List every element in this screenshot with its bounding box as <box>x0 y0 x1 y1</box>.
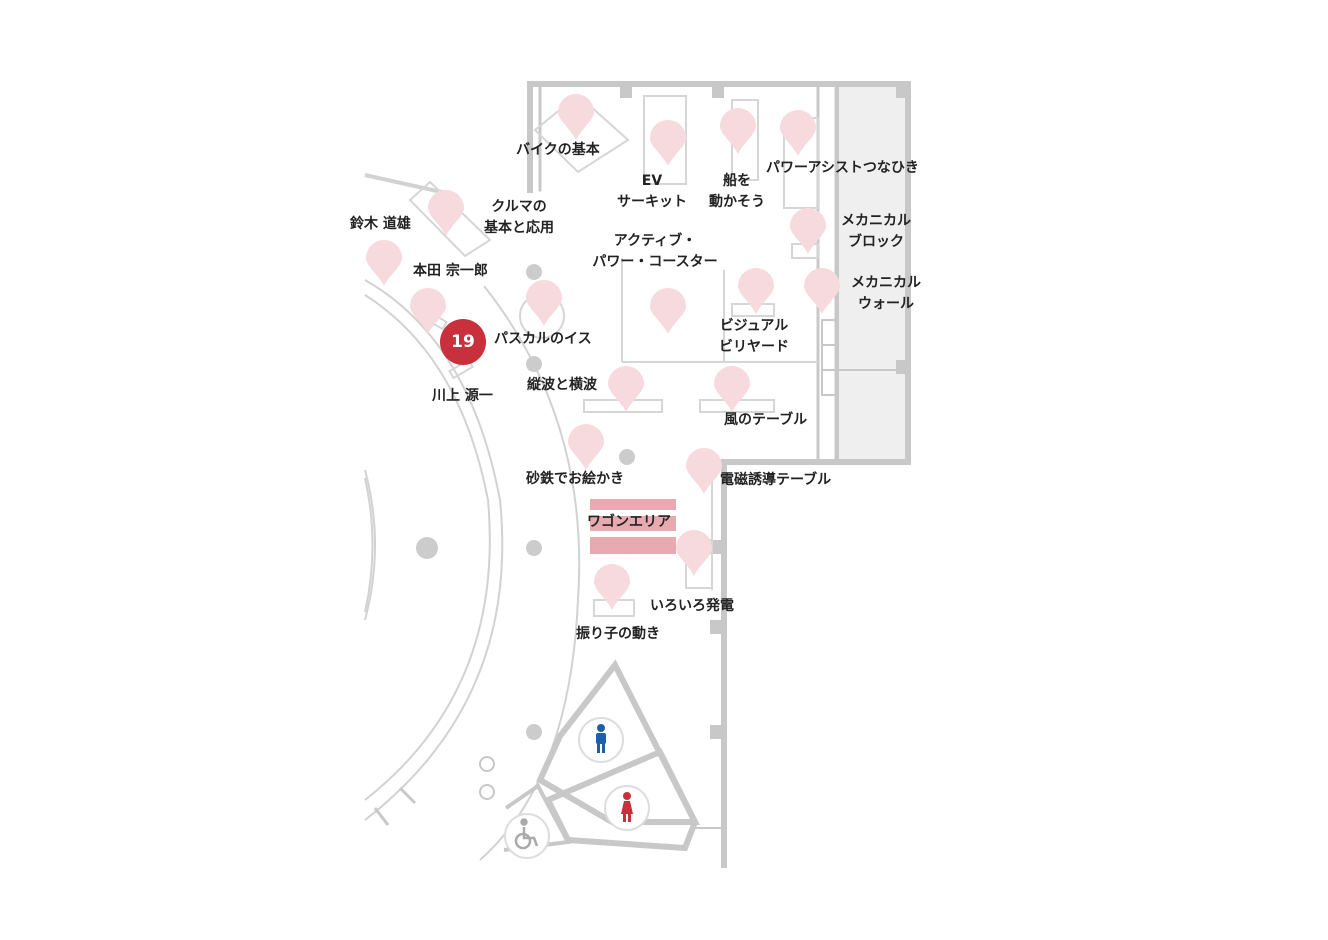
label-longitudinal-waves[interactable]: 縦波と横波 <box>527 377 597 393</box>
exhibit-pin-icon[interactable] <box>594 564 630 610</box>
label-car-basics[interactable]: クルマの基本と応用 <box>484 199 554 236</box>
exhibit-pin-icon[interactable] <box>780 110 816 156</box>
womens-restroom[interactable] <box>604 785 650 831</box>
exhibit-pin-icon[interactable] <box>650 120 686 166</box>
label-visual-billiards[interactable]: ビジュアルビリヤード <box>719 318 789 355</box>
restroom-block <box>373 659 722 852</box>
exhibit-pin-icon[interactable] <box>608 366 644 412</box>
columns <box>416 264 635 740</box>
exhibit-pin-icon[interactable] <box>790 208 826 254</box>
exhibit-pin-icon[interactable] <box>428 190 464 236</box>
label-wind-table[interactable]: 風のテーブル <box>724 412 808 428</box>
mens-restroom[interactable] <box>578 717 624 763</box>
exhibit-pin-icon[interactable] <box>410 288 446 334</box>
male-restroom-icon <box>596 724 606 753</box>
exhibit-pin-icon[interactable] <box>568 424 604 470</box>
label-pascal-chair[interactable]: パスカルのイス <box>494 331 592 347</box>
label-iron-sand-drawing[interactable]: 砂鉄でお絵かき <box>526 471 624 487</box>
label-active-coaster[interactable]: アクティブ・パワー・コースター <box>592 233 718 270</box>
female-restroom-icon <box>621 792 633 822</box>
label-suzuki-michio[interactable]: 鈴木 道雄 <box>350 216 411 232</box>
label-pendulum[interactable]: 振り子の動き <box>576 626 660 642</box>
exhibit-pin-icon[interactable] <box>526 280 562 326</box>
exhibit-pin-icon[interactable] <box>804 268 840 314</box>
walls <box>527 81 911 868</box>
label-induction-table[interactable]: 電磁誘導テーブル <box>720 472 832 488</box>
label-honda-soichiro[interactable]: 本田 宗一郎 <box>413 263 488 279</box>
active-exhibit-marker[interactable]: 19 <box>440 319 486 365</box>
label-power-generation[interactable]: いろいろ発電 <box>650 598 734 614</box>
exhibit-pin-icon[interactable] <box>714 366 750 412</box>
wheelchair-icon <box>514 818 539 850</box>
exhibit-pin-icon[interactable] <box>558 94 594 140</box>
accessible-restroom[interactable] <box>504 813 550 859</box>
exhibit-pins <box>366 94 840 610</box>
label-kawakami-genichi[interactable]: 川上 源一 <box>432 388 493 404</box>
exhibit-pin-icon[interactable] <box>720 108 756 154</box>
label-bike-basics[interactable]: バイクの基本 <box>516 142 600 158</box>
label-power-assist-tug[interactable]: パワーアシストつなひき <box>766 160 919 176</box>
exhibit-pin-icon[interactable] <box>366 240 402 286</box>
wagon-area-zone <box>590 499 676 554</box>
exhibit-pin-icon[interactable] <box>676 530 712 576</box>
exhibit-pin-icon[interactable] <box>738 268 774 314</box>
back-room <box>837 85 909 462</box>
label-mechanical-block[interactable]: メカニカルブロック <box>841 213 911 250</box>
label-mechanical-wall[interactable]: メカニカルウォール <box>851 275 921 312</box>
label-move-boat[interactable]: 船を動かそう <box>709 173 765 210</box>
exhibit-pin-icon[interactable] <box>686 448 722 494</box>
exhibit-pin-icon[interactable] <box>650 288 686 334</box>
label-wagon-area[interactable]: ワゴンエリア <box>587 514 671 530</box>
